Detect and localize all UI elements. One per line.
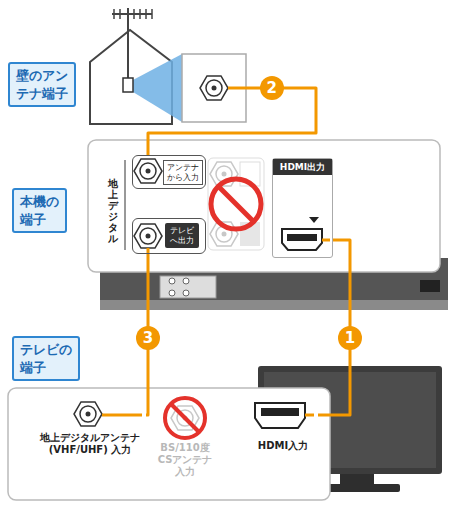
wall-jack bbox=[200, 76, 228, 100]
terminal-label: 地上デジタルアンテナ (VHF/UHF) 入力 bbox=[34, 432, 146, 456]
vertical-label: 地上デジタル bbox=[108, 178, 118, 244]
hdmi-port-slot bbox=[287, 234, 317, 241]
hdmi-input-terminal: HDMI入力 bbox=[248, 398, 318, 456]
label-slot: BS/110度 CSアンテナ 入力 bbox=[150, 442, 220, 478]
terminal-label: HDMI出力 bbox=[273, 159, 332, 175]
terminal-label: テレビへ出力 bbox=[165, 223, 199, 248]
tv-neck bbox=[340, 474, 374, 484]
callout-badge: 2 bbox=[260, 76, 284, 100]
section-heading: テレビの端子 bbox=[12, 336, 80, 381]
rear-jack bbox=[183, 290, 189, 296]
rear-jack bbox=[169, 290, 175, 296]
cable-stub bbox=[322, 239, 330, 242]
rear-port bbox=[420, 280, 440, 292]
cable-line bbox=[148, 88, 316, 155]
group-bracket bbox=[125, 160, 126, 250]
recorder-base bbox=[100, 300, 448, 310]
hdmi-output-terminal: HDMI出力 bbox=[272, 158, 333, 258]
recorder bbox=[88, 140, 448, 310]
recorder-panel-card bbox=[88, 140, 440, 272]
section-heading: 本機の端子 bbox=[12, 188, 67, 233]
callout-number: 1 bbox=[338, 326, 362, 350]
rear-connectors bbox=[160, 276, 216, 298]
tv-output-terminal: テレビへ出力 bbox=[132, 218, 206, 254]
wall-outlet-icon bbox=[123, 78, 133, 92]
callout-number: 3 bbox=[136, 326, 160, 350]
disabled-terminal-frame bbox=[208, 158, 264, 250]
terminal-label: アンテナから入力 bbox=[163, 160, 203, 185]
wall-outlet: 壁のアンテナ端子 bbox=[88, 6, 248, 126]
callout-badge: 1 bbox=[338, 326, 362, 350]
zoom-beam bbox=[133, 54, 182, 122]
cable-stub bbox=[102, 414, 142, 417]
antenna-mast bbox=[127, 8, 129, 80]
cable-stub bbox=[305, 414, 314, 417]
antenna-in-jack bbox=[134, 159, 162, 183]
callout-badge: 3 bbox=[136, 326, 160, 350]
antenna-input-terminal: アンテナから入力 bbox=[132, 155, 206, 189]
hdmi-mark bbox=[309, 217, 319, 223]
television bbox=[8, 366, 442, 500]
tv-panel-card bbox=[8, 388, 330, 500]
prohibition-sign bbox=[211, 179, 261, 229]
antenna-elements bbox=[114, 9, 152, 19]
label-slot: 地上デジタル bbox=[108, 178, 118, 244]
rear-jack bbox=[183, 278, 189, 284]
antenna-input-terminal: 地上デジタルアンテナ (VHF/UHF) 入力 bbox=[34, 398, 146, 462]
hdmi-port bbox=[282, 229, 322, 250]
prohibition-sign bbox=[165, 398, 205, 438]
house-antenna bbox=[90, 8, 248, 124]
rear-jack bbox=[169, 278, 175, 284]
section-heading: 壁のアンテナ端子 bbox=[8, 62, 76, 107]
tv-antenna-jack bbox=[74, 402, 102, 426]
recorder-panel: 本機の端子アンテナから入力テレビへ出力HDMI出力 bbox=[88, 140, 440, 272]
cable-stub bbox=[228, 87, 248, 90]
disabled-terminal-label: BS/110度 CSアンテナ 入力 bbox=[150, 442, 220, 478]
tv-out-jack bbox=[134, 224, 162, 248]
callout-number: 2 bbox=[260, 76, 284, 100]
terminal-label: HDMI入力 bbox=[248, 440, 318, 452]
hdmi-port bbox=[255, 403, 305, 428]
hdmi-port-slot bbox=[261, 408, 299, 416]
